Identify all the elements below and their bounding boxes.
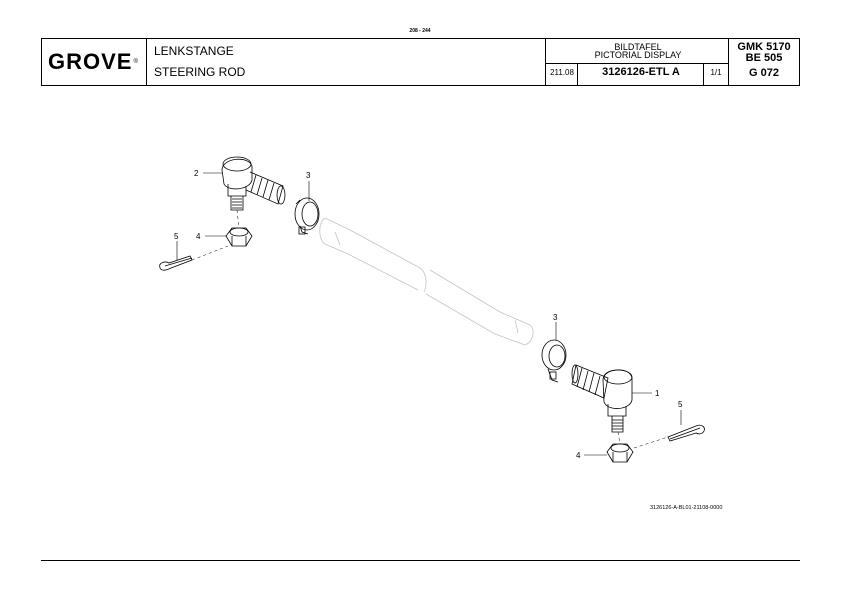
leader-lines	[176, 172, 682, 456]
grove-logo: GROVE®	[48, 49, 139, 74]
callout-5-upper: 5	[174, 232, 179, 241]
part-name-english: STEERING ROD	[154, 65, 246, 79]
pictorial-label-english: PICTORIAL DISPLAY	[594, 50, 682, 60]
tie-rod-end-lower	[571, 364, 633, 433]
callout-1: 1	[655, 389, 660, 398]
pictorial-label-german: BILDTAFEL	[614, 42, 662, 52]
tie-rod-end-upper	[221, 156, 286, 211]
castle-nut-lower	[606, 443, 634, 463]
revision-date: 211.08	[550, 68, 574, 77]
crane-model: GMK 5170	[737, 41, 791, 53]
group-code: G 072	[749, 67, 779, 79]
drawing-number: 3126126-ETL A	[602, 66, 680, 78]
callout-2: 2	[194, 169, 199, 178]
tie-rod-tube	[319, 217, 534, 346]
callout-4-upper: 4	[196, 232, 201, 241]
cotter-pin-upper	[159, 255, 193, 271]
footer-rule	[41, 560, 800, 561]
drawing-reference: 3126126-A-BL01-21108-0000	[650, 505, 723, 511]
callout-5-lower: 5	[678, 400, 683, 409]
cotter-pin-lower	[667, 424, 705, 442]
callout-3-upper: 3	[306, 171, 311, 180]
page-code: 208 - 244	[409, 28, 431, 34]
callout-4-lower: 4	[576, 451, 581, 460]
sheet-number: 1/1	[710, 68, 722, 77]
part-name-german: LENKSTANGE	[154, 44, 234, 58]
castle-nut-upper	[225, 227, 253, 247]
title-block: GROVE® LENKSTANGE STEERING ROD BILDTAFEL…	[41, 38, 800, 86]
model-variant: BE 505	[745, 52, 783, 64]
assembly-dash-lines	[191, 209, 669, 449]
clamp-upper	[294, 197, 320, 235]
clamp-lower	[541, 339, 567, 383]
callout-3-lower: 3	[553, 313, 558, 322]
